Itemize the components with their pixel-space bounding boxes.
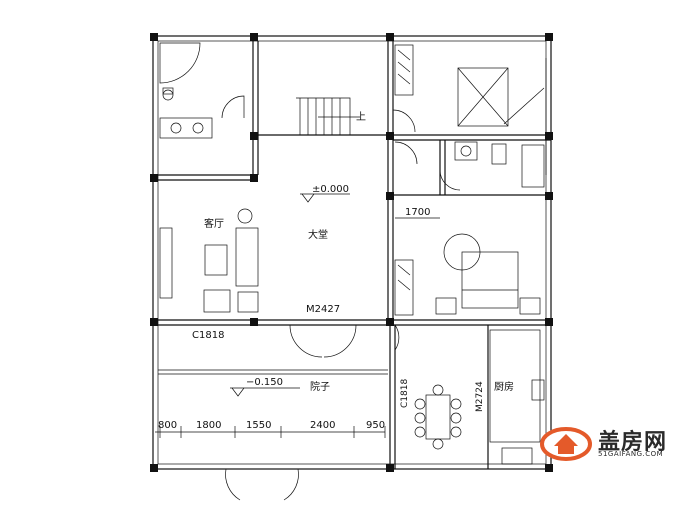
kitchen-door-label: M2724	[475, 381, 485, 412]
corridor-dimension-label: 1700	[405, 207, 430, 218]
bedroom-lower-fixtures	[394, 233, 541, 316]
living-room-label: 客厅	[204, 217, 224, 230]
interior-walls	[153, 36, 551, 469]
dimension-line	[155, 217, 440, 438]
dimension-label: 800	[158, 420, 177, 431]
dimension-label: 950	[366, 420, 385, 431]
doors	[225, 324, 400, 501]
hall-label: 大堂	[308, 228, 328, 241]
watermark-url: 51GAIFANG.COM	[598, 450, 664, 458]
main-door-label: M2427	[306, 304, 340, 315]
bathroom-fixtures	[159, 42, 245, 139]
dimension-label: 1800	[196, 420, 221, 431]
living-window-label: C1818	[192, 330, 224, 341]
watermark-name: 盖房网	[598, 430, 668, 455]
stair	[296, 97, 360, 135]
yard-dimensions: 800 1800 1550 2400 950	[158, 420, 385, 431]
stair-up-label: 上	[356, 111, 366, 123]
exterior-walls	[152, 35, 552, 470]
living-furniture	[159, 208, 259, 313]
floor-level-label: ±0.000	[312, 184, 349, 195]
dimension-label: 1550	[246, 420, 271, 431]
house-icon	[554, 434, 578, 454]
columns	[150, 33, 553, 472]
ensuite-bath-fixtures	[394, 141, 545, 191]
watermark-logo	[540, 427, 592, 461]
yard-label: 院子	[310, 380, 330, 393]
bedroom-upper-fixtures	[392, 44, 547, 175]
yard-level-label: −0.150	[246, 377, 283, 388]
dining-kitchen-fixtures	[414, 329, 545, 465]
kitchen-label: 厨房	[494, 380, 514, 393]
dimension-label: 2400	[310, 420, 335, 431]
level-marks	[230, 193, 350, 397]
dining-window-label: C1818	[400, 379, 410, 408]
